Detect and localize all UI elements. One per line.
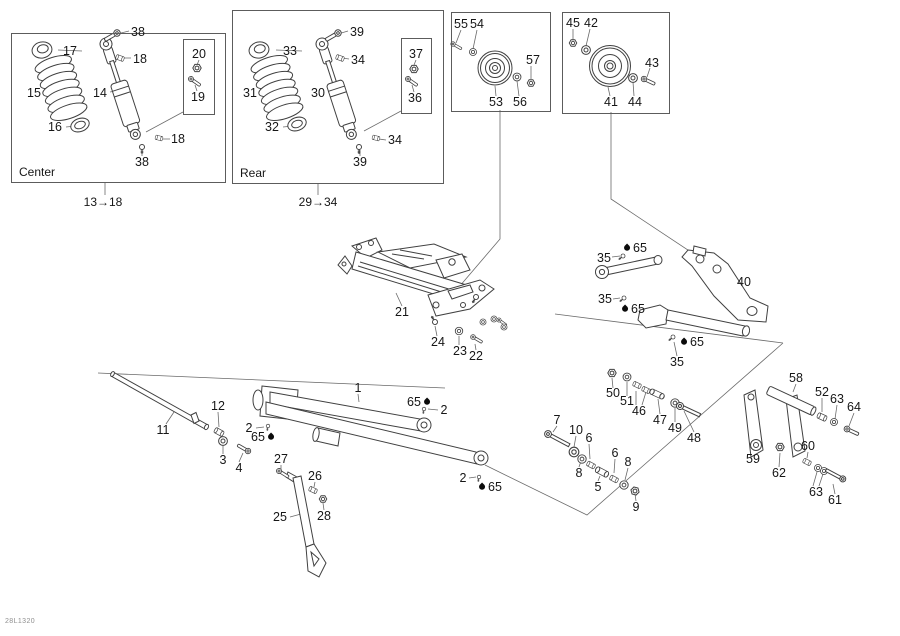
spacer-47-icon bbox=[648, 387, 666, 401]
inner-box-hardware-center bbox=[183, 39, 215, 115]
spacer-26-icon bbox=[307, 485, 319, 495]
bolt-4-icon bbox=[235, 442, 253, 456]
bolt-64-icon bbox=[842, 424, 861, 438]
screw-35-icon bbox=[617, 252, 627, 262]
nut-28-icon bbox=[318, 495, 328, 503]
screw-2-icon bbox=[421, 406, 427, 415]
bolt-24-icon bbox=[428, 314, 439, 326]
bolt-22-icon bbox=[469, 333, 484, 345]
center-spring-illustration bbox=[34, 54, 88, 122]
front-arm-bracket-illustration bbox=[337, 237, 495, 317]
rear-spring-illustration bbox=[250, 54, 304, 122]
spacer-5-icon bbox=[594, 465, 610, 479]
washer-63-icon bbox=[830, 418, 838, 426]
washer-icon bbox=[490, 315, 498, 323]
bolt-48-icon bbox=[676, 402, 702, 418]
bolt-7-icon bbox=[544, 430, 571, 448]
washer-10-icon bbox=[568, 446, 580, 458]
range-label-rear: 29→34 bbox=[298, 195, 338, 209]
bushing-6-icon bbox=[585, 460, 597, 470]
rear-bracket-illustration bbox=[743, 386, 817, 458]
nut-9-icon bbox=[629, 485, 641, 497]
swing-arm-illustration bbox=[252, 385, 489, 466]
document-code: 28L1320 bbox=[5, 618, 36, 625]
spacer-60-icon bbox=[801, 457, 813, 467]
inner-box-hardware-rear bbox=[401, 38, 432, 114]
washer-51-icon bbox=[622, 372, 632, 382]
center-spring-seat-illustration bbox=[70, 117, 90, 133]
rear-arm-illustration bbox=[595, 245, 769, 337]
inset-box-rear: Rear bbox=[232, 10, 444, 184]
washer-23-icon bbox=[454, 326, 464, 336]
bushing-46-icon bbox=[631, 380, 643, 390]
rear-spring-cap-illustration bbox=[248, 41, 270, 59]
washer-icon bbox=[500, 323, 508, 331]
rear-spring-seat-illustration bbox=[287, 116, 307, 132]
inset-box-idler-large bbox=[562, 12, 670, 114]
screw-2-icon bbox=[265, 423, 271, 432]
screw-35-icon bbox=[618, 294, 628, 304]
range-label-center: 13→18 bbox=[83, 195, 123, 209]
nut-50-icon bbox=[607, 368, 617, 378]
screw-2-icon bbox=[476, 474, 482, 483]
bushing-12-icon bbox=[213, 426, 225, 438]
nut-62-icon bbox=[775, 442, 785, 452]
leader-lines bbox=[43, 28, 855, 518]
spacer-3-icon bbox=[218, 436, 228, 446]
washer-icon bbox=[479, 318, 487, 326]
brake-strap-illustration bbox=[285, 471, 327, 578]
screw-35-icon bbox=[667, 333, 677, 343]
parts-illustrations bbox=[31, 28, 861, 578]
inset-label-center: Center bbox=[19, 165, 56, 179]
idler-wheel-large-illustration bbox=[589, 45, 631, 87]
washer-8-icon bbox=[619, 480, 629, 490]
inset-box-center: Center bbox=[11, 33, 226, 183]
bushing-52-icon bbox=[816, 412, 828, 422]
inset-box-idler-small bbox=[451, 12, 551, 112]
idler-wheel-small-illustration bbox=[477, 50, 513, 86]
washer-8-icon bbox=[577, 454, 587, 464]
inset-label-rear: Rear bbox=[240, 166, 267, 180]
bushing-6-icon bbox=[608, 474, 620, 484]
stabilizer-shaft-illustration bbox=[110, 371, 210, 431]
bolt-61-icon bbox=[824, 467, 847, 483]
center-spring-cap-illustration bbox=[31, 41, 53, 59]
